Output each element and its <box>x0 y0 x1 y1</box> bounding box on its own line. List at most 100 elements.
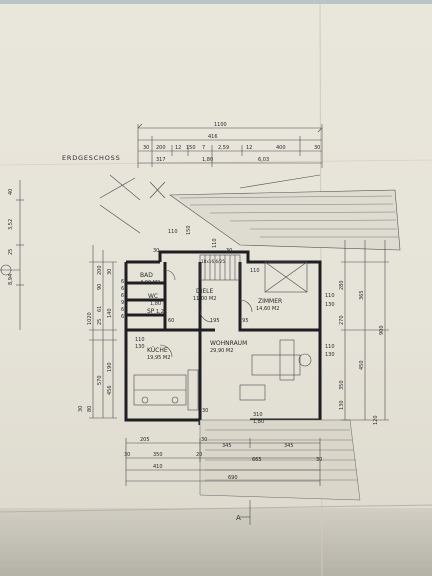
fold-line <box>0 159 432 166</box>
right-dimensions <box>341 240 389 421</box>
top-dimension-lines <box>137 123 323 168</box>
dim-mid-4: 30 <box>153 248 159 254</box>
terrace-diagonals <box>99 174 321 234</box>
dim-mid-2: 150 <box>186 225 192 235</box>
section-marker-label: A <box>236 514 241 522</box>
dim-left-inner-9: 140 <box>107 308 113 318</box>
dim-top-2: 416 <box>208 134 218 140</box>
dim-total-width: 1100 <box>214 122 227 128</box>
dim-bottom-9: 30 <box>316 457 322 463</box>
section-line <box>240 500 251 525</box>
dim-left-inner-3: 61 <box>97 306 103 312</box>
dim-bottom-10: 410 <box>153 464 163 470</box>
room-area-kueche: 19,95 M2 <box>147 355 170 361</box>
room-name-kueche: KÜCHE <box>147 347 168 354</box>
living-furniture <box>239 339 312 401</box>
room-name-bad: BAD <box>140 272 153 279</box>
dim-left-inner-21: 80 <box>87 406 93 412</box>
dim-right-4: 130 <box>325 352 335 358</box>
top-edge <box>0 0 432 4</box>
dim-left-inner-11: 60 <box>121 286 127 292</box>
dim-mid-15: 130 <box>135 344 145 350</box>
dim-mid-12: 195 <box>239 318 249 324</box>
room-name-wohnraum: WOHNRAUM <box>210 340 247 347</box>
dim-bottom-6: 350 <box>153 452 163 458</box>
bottom-dimensions <box>125 438 321 486</box>
dim-mid-19: 30 <box>202 408 208 414</box>
kitchen-furniture <box>133 369 199 411</box>
room-area-sp: 1,21 <box>156 309 167 315</box>
dim-right-2: 130 <box>325 302 335 308</box>
dim-left-inner-15: 60 <box>121 314 127 320</box>
room-area-zimmer: 14,60 M2 <box>256 306 279 312</box>
dim-bottom-5: 30 <box>124 452 130 458</box>
left-inner-dimensions <box>89 245 117 419</box>
dim-top-8: 2,59 <box>218 145 229 151</box>
dim-mid-16: 310 <box>253 412 263 418</box>
dim-mid-11: 195 <box>210 318 220 324</box>
dim-bottom-1: 205 <box>140 437 150 443</box>
bed-symbol <box>264 261 308 293</box>
exterior-walls <box>124 250 322 425</box>
dim-mid-3: 110 <box>212 238 218 248</box>
dim-top-9: 12 <box>246 145 252 151</box>
paper-fold <box>0 508 432 576</box>
dim-left-inner-8: 30 <box>107 269 113 275</box>
dim-left-inner-5: 90 <box>97 284 103 290</box>
dim-right-10: 130 <box>339 400 345 410</box>
dim-mid-6: 110 <box>250 268 260 274</box>
room-name-sp: SP <box>147 308 155 315</box>
room-area-wohnraum: 29,90 M2 <box>210 348 233 354</box>
dim-top-11: 30 <box>314 145 320 151</box>
dim-left-inner-19: 456 <box>107 385 113 395</box>
dim-bottom-8: 665 <box>252 457 262 463</box>
dim-left-outer-3: 25 <box>8 249 14 255</box>
dim-bottom-3: 345 <box>222 443 232 449</box>
dim-bottom-4: 345 <box>284 443 294 449</box>
dim-left-outer-2: 3,52 <box>8 219 14 230</box>
dim-mid-5: 30 <box>226 248 232 254</box>
room-name-diele: DIELE <box>196 288 214 295</box>
dim-left-inner-2: 25 <box>97 319 103 325</box>
dim-bottom-11: 690 <box>228 475 238 481</box>
dim-top-14: 6,03 <box>258 157 269 163</box>
dim-top-4: 200 <box>156 145 166 151</box>
room-area-wc: 1,80 <box>150 301 161 307</box>
dim-left-inner-13: 92 <box>121 300 127 306</box>
room-name-wc: WC <box>148 293 158 300</box>
terrace-hatch <box>169 189 401 251</box>
dim-top-7: 7 <box>202 145 205 151</box>
dim-left-inner-7: 200 <box>97 265 103 275</box>
dim-top-6: 150 <box>186 145 196 151</box>
dim-right-5: 280 <box>339 280 345 290</box>
dim-bottom-2: 30 <box>201 437 207 443</box>
dim-right-8: 450 <box>359 360 365 370</box>
dim-right-9: 900 <box>379 325 385 335</box>
dim-mid-14: 110 <box>135 337 145 343</box>
dim-mid-1: 110 <box>168 229 178 235</box>
dim-left-outer-4: 8,94 <box>8 274 14 285</box>
dim-top-5: 12 <box>175 145 181 151</box>
dim-right-12: 120 <box>373 415 379 425</box>
dim-bottom-7: 20 <box>196 452 202 458</box>
dim-top-13: 1,80 <box>202 157 213 163</box>
dim-right-7: 270 <box>339 315 345 325</box>
dim-left-inner-17: 570 <box>97 375 103 385</box>
dim-mid-17: 1,80 <box>253 419 264 425</box>
room-area-diele: 11,00 M2 <box>193 296 216 302</box>
dim-right-1: 110 <box>325 293 335 299</box>
fold-line <box>0 504 432 513</box>
dim-left-outer-1: 40 <box>8 189 14 195</box>
stair-label: 18x16,6/25 <box>201 259 225 264</box>
dim-right-6: 365 <box>359 290 365 300</box>
dim-left-inner-18: 190 <box>107 362 113 372</box>
dim-top-12: 317 <box>156 157 166 163</box>
dim-height-total: 1020 <box>87 312 93 325</box>
room-name-zimmer: ZIMMER <box>258 298 282 305</box>
dim-top-3: 30 <box>143 145 149 151</box>
plan-title: ERDGESCHOSS <box>62 154 121 162</box>
dim-right-11: 350 <box>339 380 345 390</box>
room-area-bad: 4,00 M2 <box>140 280 160 286</box>
dim-left-inner-10: 60 <box>121 279 127 285</box>
